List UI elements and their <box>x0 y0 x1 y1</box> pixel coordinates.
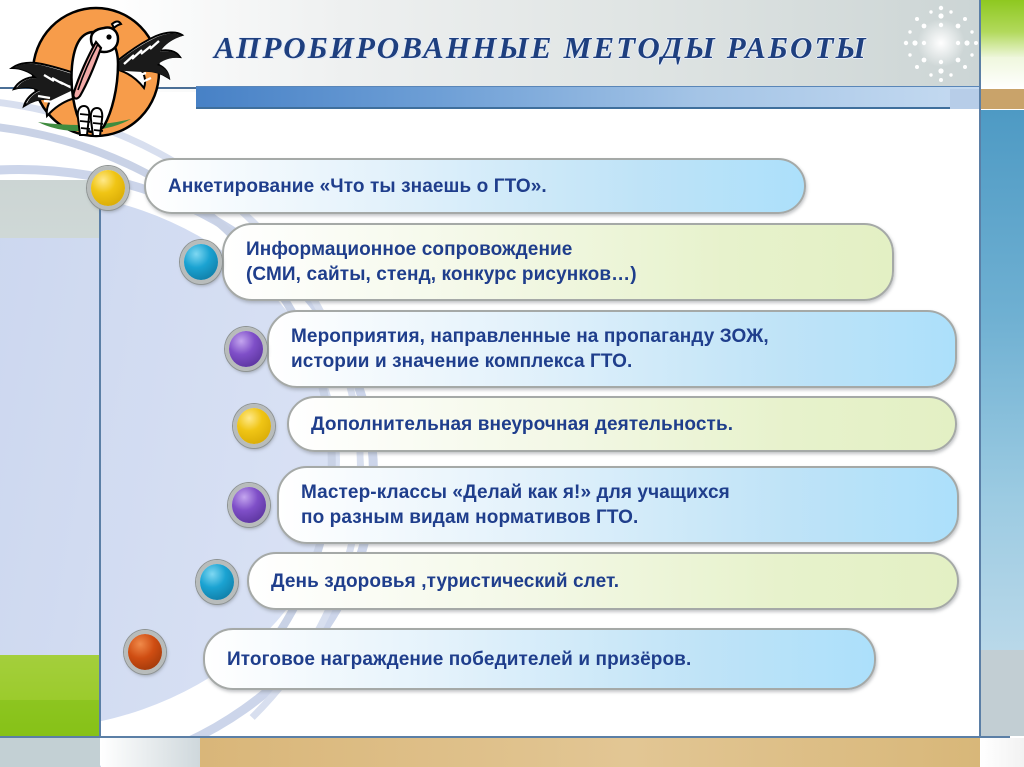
item-text-3: Мероприятия, направленные на пропаганду … <box>291 326 769 372</box>
item-pill-2[interactable]: Информационное сопровождение (СМИ, сайты… <box>222 223 894 301</box>
item-text-1: Анкетирование «Что ты знаешь о ГТО». <box>168 175 547 197</box>
item-text-7: Итоговое награждение победителей и призё… <box>227 648 692 670</box>
divider-horizontal-bottom <box>0 736 1010 738</box>
decor-block-green-upper <box>0 655 100 701</box>
bullet-cyan-icon <box>196 560 238 604</box>
item-pill-4[interactable]: Дополнительная внеурочная деятельность. <box>287 396 957 452</box>
bullet-gold-icon <box>87 166 129 210</box>
starburst-decoration-icon <box>903 5 978 82</box>
bullet-gold-icon <box>233 404 275 448</box>
footer-band-tan <box>200 738 980 767</box>
header-band <box>100 0 980 92</box>
edge-band-green-fade <box>981 57 1024 89</box>
item-pill-5[interactable]: Мастер-классы «Делай как я!» для учащихс… <box>277 466 959 544</box>
item-pill-7[interactable]: Итоговое награждение победителей и призё… <box>203 628 876 690</box>
item-text-2: Информационное сопровождение (СМИ, сайты… <box>246 239 637 285</box>
edge-band-tan <box>981 89 1024 109</box>
edge-band-gray <box>981 650 1024 736</box>
item-text-5: Мастер-классы «Делай как я!» для учащихс… <box>301 482 730 528</box>
decor-block-gray-bottomleft <box>0 737 100 767</box>
item-pill-1[interactable]: Анкетирование «Что ты знаешь о ГТО». <box>144 158 806 214</box>
bullet-purple-icon <box>228 483 270 527</box>
bullet-orange-icon <box>124 630 166 674</box>
bullet-cyan-icon <box>180 240 222 284</box>
pelican-logo <box>8 6 185 138</box>
bullet-purple-icon <box>225 327 267 371</box>
footer-band-end <box>980 738 1024 767</box>
title-underline-shadow <box>196 107 1008 109</box>
divider-vertical-left <box>99 180 101 737</box>
item-pill-3[interactable]: Мероприятия, направленные на пропаганду … <box>267 310 957 388</box>
item-text-6: День здоровья ,туристический слет. <box>271 570 620 592</box>
item-text-4: Дополнительная внеурочная деятельность. <box>311 413 734 435</box>
decor-block-gray-topleft <box>0 180 100 238</box>
edge-chip-blue <box>950 89 980 109</box>
item-pill-6[interactable]: День здоровья ,туристический слет. <box>247 552 959 610</box>
edge-band-blue <box>981 110 1024 650</box>
decor-block-green-lower <box>0 700 100 738</box>
page-title: АПРОБИРОВАННЫЕ МЕТОДЫ РАБОТЫ <box>214 30 868 65</box>
footer-band-white <box>101 738 200 767</box>
edge-band-green <box>981 0 1024 58</box>
divider-vertical-right <box>979 0 981 737</box>
